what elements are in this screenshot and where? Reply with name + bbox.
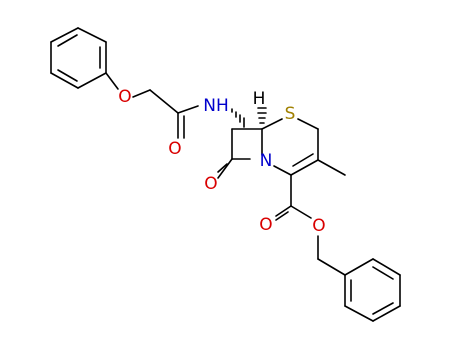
stereo-hydrogen-label: H xyxy=(253,89,266,109)
stereo-hash-h xyxy=(257,107,267,124)
bond-ch2-co xyxy=(149,89,179,114)
amide-oxygen-label: O xyxy=(168,139,181,159)
ester-carbonyl-oxygen-label: O xyxy=(259,215,272,235)
ether-oxygen-label: O xyxy=(118,87,131,107)
lactam-oxygen-label: O xyxy=(204,174,217,194)
bond-c3-c4 xyxy=(290,159,319,176)
bond-s-ch2 xyxy=(297,118,319,130)
bond-ester-co-2 xyxy=(275,211,289,221)
benzyl-ring xyxy=(344,258,401,322)
sulfur-label: S xyxy=(285,104,296,124)
bond-methyl xyxy=(317,159,346,176)
bond-aryl-o xyxy=(105,72,119,90)
ring-nitrogen-label: N xyxy=(260,151,273,171)
beta-lactam-ring xyxy=(231,128,263,160)
bond-o-ch2 xyxy=(132,89,151,98)
stereo-hash-nh xyxy=(231,108,245,128)
bond-ch2-ph xyxy=(317,258,346,276)
bond-c4-n xyxy=(273,165,292,176)
bond-lactam-co-2 xyxy=(217,163,228,173)
phenoxy-ring xyxy=(50,27,107,89)
bond-co-nh xyxy=(177,105,199,114)
ester-oxygen-label: O xyxy=(312,216,325,236)
bond-c6-s xyxy=(261,118,283,130)
bond-ester-co xyxy=(275,205,292,217)
bond-ester-o xyxy=(290,205,312,219)
bond-c3-c4-2 xyxy=(292,153,314,167)
amide-nitrogen-label: NH xyxy=(203,96,229,116)
bond-lactam-co xyxy=(217,158,233,179)
